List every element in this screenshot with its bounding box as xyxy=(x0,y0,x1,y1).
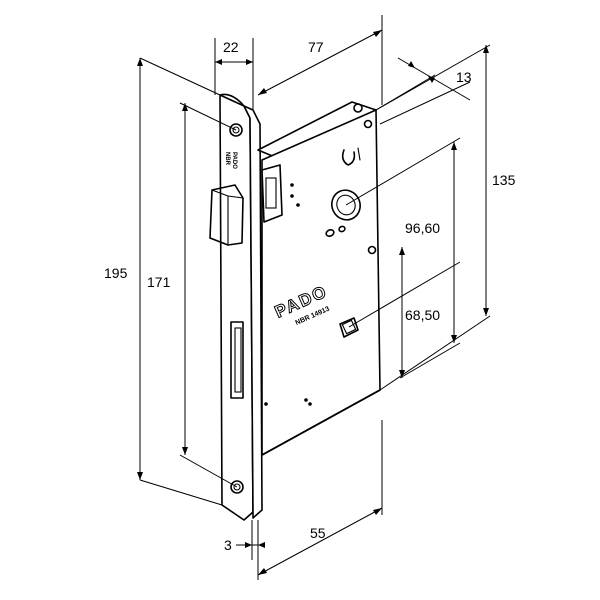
dim-label-68-50: 68,50 xyxy=(405,307,440,323)
dim-label-195: 195 xyxy=(104,265,128,281)
dim-label-77: 77 xyxy=(308,39,324,55)
rivet-middle xyxy=(367,245,377,255)
handle-spindle-hole xyxy=(331,189,361,221)
dim-label-55: 55 xyxy=(310,525,326,541)
latch-reverse-symbol xyxy=(341,149,356,166)
key-hole xyxy=(339,317,359,338)
dim-label-171: 171 xyxy=(147,274,171,290)
dim-label-96-60: 96,60 xyxy=(405,220,440,236)
bottom-screw-hole xyxy=(230,480,244,494)
top-screw-hole xyxy=(229,123,243,137)
rivet-top xyxy=(363,119,373,129)
svg-text:PADO: PADO xyxy=(231,152,237,169)
svg-text:NBR: NBR xyxy=(224,152,230,166)
dim-label-22: 22 xyxy=(223,39,239,55)
faceplate: PADO NBR xyxy=(209,93,263,521)
dim-label-135: 135 xyxy=(492,172,516,188)
dimension-lines xyxy=(137,29,489,576)
latch-bolt xyxy=(209,184,244,246)
rivet-top-edge xyxy=(353,103,363,113)
lock-case: PADO NBR 14913 xyxy=(257,101,381,456)
dimension-labels: 22 77 13 195 171 135 96,60 68,50 55 3 xyxy=(104,39,516,553)
deadbolt-slot xyxy=(230,321,244,399)
dim-label-13: 13 xyxy=(456,69,472,85)
dim-label-3: 3 xyxy=(224,537,232,553)
faceplate-marking: PADO NBR xyxy=(224,152,237,169)
